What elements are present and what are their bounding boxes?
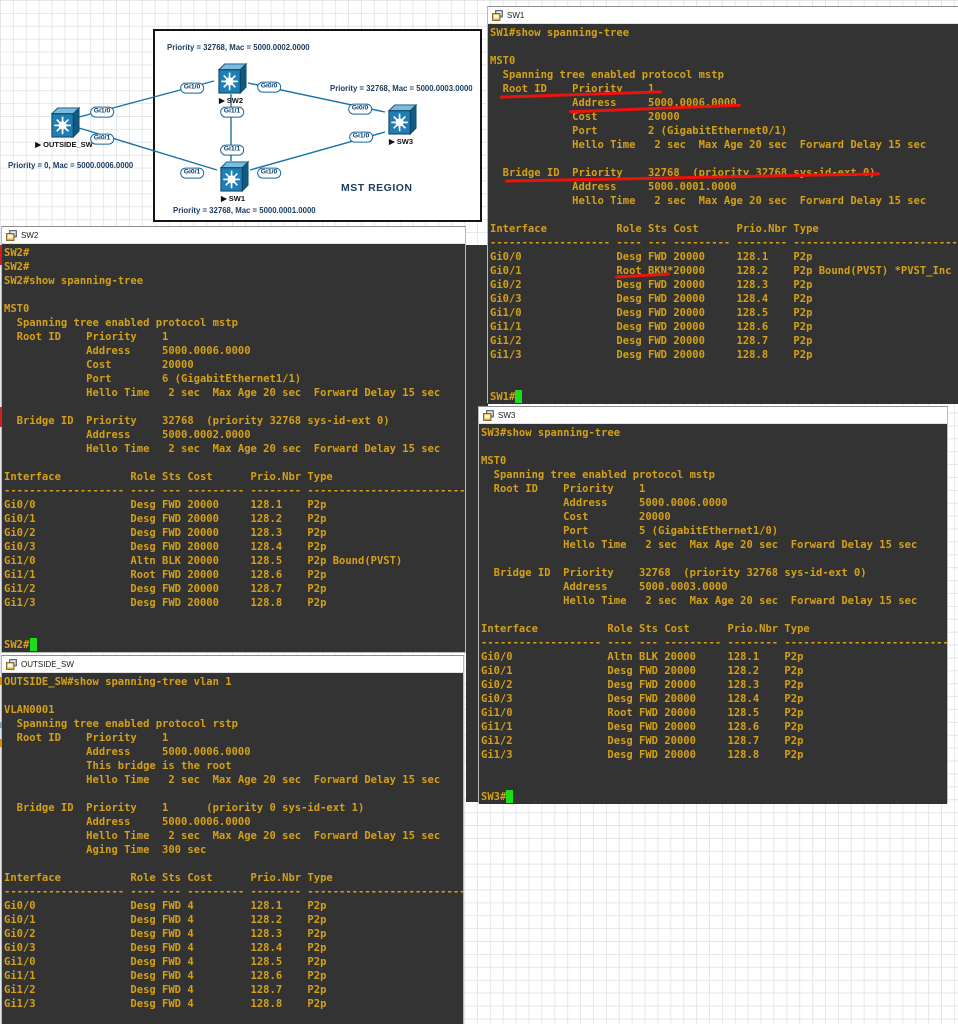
- node-label-sw1: ▶ SW1: [220, 194, 246, 203]
- note-outside-sw: Priority = 0, Mac = 5000.0006.0000: [8, 161, 134, 170]
- port-label: Gi1/0: [180, 82, 204, 94]
- note-sw1: Priority = 32768, Mac = 5000.0001.0000: [173, 206, 316, 215]
- port-label: Gi0/1: [90, 133, 114, 145]
- titlebar-sw2[interactable]: SW2: [2, 227, 465, 244]
- titlebar-sw3[interactable]: SW3: [479, 407, 947, 424]
- switch-icon: [387, 103, 417, 136]
- window-title: OUTSIDE_SW: [21, 659, 74, 669]
- switch-icon: [217, 62, 247, 95]
- red-edge-mark: [0, 407, 2, 427]
- port-label: Gi1/0: [257, 167, 281, 179]
- putty-icon: [6, 658, 17, 670]
- putty-icon: [492, 9, 503, 21]
- switch-icon: [50, 106, 80, 139]
- putty-icon: [6, 229, 17, 241]
- titlebar-outside-sw[interactable]: OUTSIDE_SW: [2, 656, 463, 673]
- port-label: Gi0/0: [348, 103, 372, 115]
- note-sw2: Priority = 32768, Mac = 5000.0002.0000: [167, 43, 310, 52]
- red-edge-mark: [0, 245, 2, 265]
- port-label: Gi0/0: [257, 81, 281, 93]
- terminal-output-outside-sw: OUTSIDE_SW#show spanning-tree vlan 1 VLA…: [4, 676, 463, 1010]
- window-title: SW3: [498, 410, 516, 420]
- port-label: Gi0/1: [180, 167, 204, 179]
- terminal-output-sw3: SW3#show spanning-tree MST0 Spanning tre…: [481, 427, 947, 803]
- putty-icon: [483, 409, 494, 421]
- port-label: Gi1/1: [220, 144, 244, 156]
- node-label-sw2: ▶ SW2: [218, 96, 244, 105]
- mst-region-label: MST REGION: [341, 182, 413, 194]
- terminal-cursor: [515, 390, 522, 403]
- window-title: SW1: [507, 10, 525, 20]
- node-sw1[interactable]: ▶ SW1: [198, 160, 268, 203]
- orange-edge-mark: [0, 739, 2, 747]
- port-label: Gi1/0: [349, 131, 373, 143]
- terminal-output-sw1: SW1#show spanning-tree MST0 Spanning tre…: [490, 27, 958, 403]
- terminal-window-sw1[interactable]: SW1 SW1#show spanning-tree MST0 Spanning…: [487, 6, 958, 404]
- node-sw2[interactable]: ▶ SW2: [196, 62, 266, 105]
- note-sw3: Priority = 32768, Mac = 5000.0003.0000: [330, 84, 473, 93]
- terminal-window-sw3[interactable]: SW3 SW3#show spanning-tree MST0 Spanning…: [478, 406, 948, 804]
- mst-region-box: [153, 29, 482, 222]
- terminal-window-outside-sw[interactable]: OUTSIDE_SW OUTSIDE_SW#show spanning-tree…: [1, 655, 464, 1024]
- node-label-outside-sw: ▶ OUTSIDE_SW: [35, 140, 93, 149]
- blue-edge-mark: [0, 722, 2, 728]
- node-outside-sw[interactable]: ▶ OUTSIDE_SW: [29, 106, 99, 149]
- node-label-sw3: ▶ SW3: [388, 137, 414, 146]
- terminal-cursor: [506, 790, 513, 803]
- port-label: Gi1/1: [220, 106, 244, 118]
- terminal-window-sw2[interactable]: SW2 SW2# SW2# SW2#show spanning-tree MST…: [1, 226, 466, 653]
- titlebar-sw1[interactable]: SW1: [488, 7, 958, 24]
- window-title: SW2: [21, 230, 39, 240]
- orange-edge-mark: [0, 677, 2, 685]
- node-sw3[interactable]: ▶ SW3: [366, 103, 436, 146]
- switch-icon: [219, 160, 249, 193]
- terminal-output-sw2: SW2# SW2# SW2#show spanning-tree MST0 Sp…: [4, 247, 465, 651]
- terminal-cursor: [30, 638, 37, 651]
- port-label: Gi1/0: [90, 106, 114, 118]
